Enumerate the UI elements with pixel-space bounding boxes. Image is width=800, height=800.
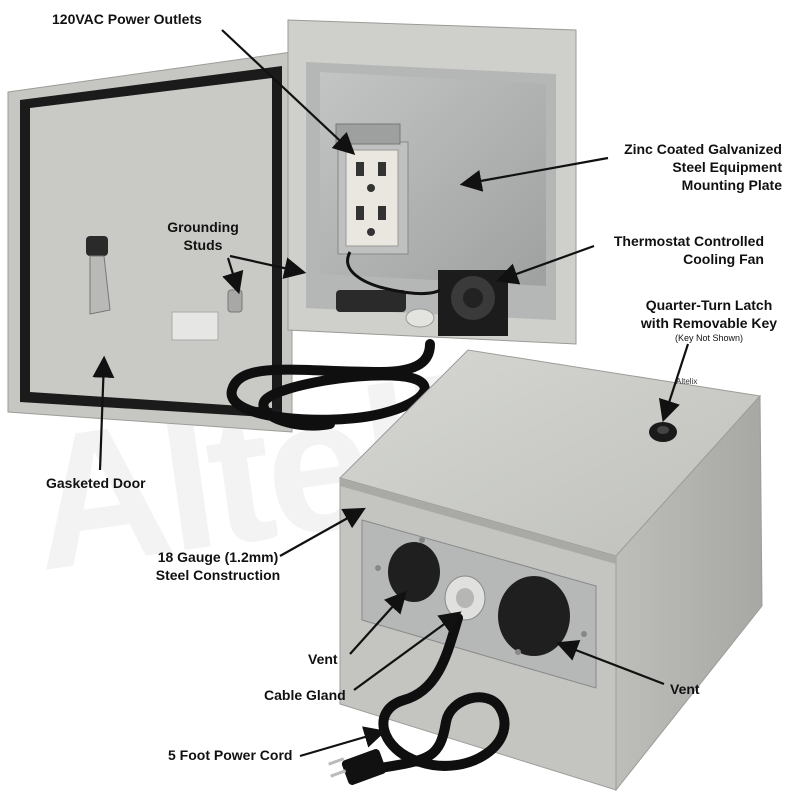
power-cord-front	[375, 613, 510, 773]
arrow-mounting-plate	[459, 156, 609, 192]
arrow-vent-right	[555, 640, 665, 686]
label-fan-line2: Cooling Fan	[683, 251, 764, 267]
label-mounting-plate: Zinc Coated Galvanized Steel Equipment M…	[592, 140, 782, 194]
label-mounting-plate-line2: Steel Equipment	[672, 159, 782, 175]
label-fan-line1: Thermostat Controlled	[613, 233, 764, 249]
label-gland: Cable Gland	[264, 687, 346, 703]
label-fan: Thermostat Controlled Cooling Fan	[574, 232, 764, 268]
arrow-fan	[495, 244, 595, 285]
arrow-cord	[299, 726, 387, 758]
arrow-vent-left	[349, 590, 407, 655]
label-outlets: 120VAC Power Outlets	[52, 11, 202, 27]
arrow-grounding-1	[229, 254, 307, 279]
label-mounting-plate-line3: Mounting Plate	[681, 177, 782, 193]
arrow-grounding-2	[222, 257, 244, 295]
label-latch-note: (Key Not Shown)	[674, 333, 744, 343]
brand-badge: Altelix	[676, 377, 698, 386]
power-plug	[328, 749, 387, 785]
label-steel-line1: 18 Gauge (1.2mm)	[157, 549, 279, 565]
label-vent-left: Vent	[308, 651, 338, 667]
label-cord: 5 Foot Power Cord	[168, 747, 293, 763]
arrow-gland	[353, 611, 462, 691]
label-grounding-line2: Studs	[183, 237, 223, 253]
label-grounding-line1: Grounding	[167, 219, 239, 235]
open-enclosure-body	[287, 19, 577, 345]
arrow-outlets	[221, 29, 356, 156]
label-mounting-plate-line1: Zinc Coated Galvanized	[624, 141, 782, 157]
label-steel-line2: Steel Construction	[155, 567, 281, 583]
callout-arrows	[92, 29, 690, 758]
coiled-cord-back	[226, 339, 435, 431]
arrow-latch	[658, 343, 690, 423]
label-gasket: Gasketed Door	[46, 475, 146, 491]
label-latch-line2: with Removable Key	[640, 315, 778, 331]
arrow-gasket	[92, 355, 115, 471]
label-grounding: Grounding Studs	[158, 218, 248, 254]
arrow-steel	[279, 507, 366, 557]
label-steel: 18 Gauge (1.2mm) Steel Construction	[148, 548, 288, 584]
open-door	[7, 51, 293, 433]
label-latch-line1: Quarter-Turn Latch	[645, 297, 773, 313]
label-latch: Quarter-Turn Latch with Removable Key (K…	[624, 296, 794, 344]
closed-enclosure	[339, 349, 763, 792]
label-vent-right: Vent	[670, 681, 700, 697]
